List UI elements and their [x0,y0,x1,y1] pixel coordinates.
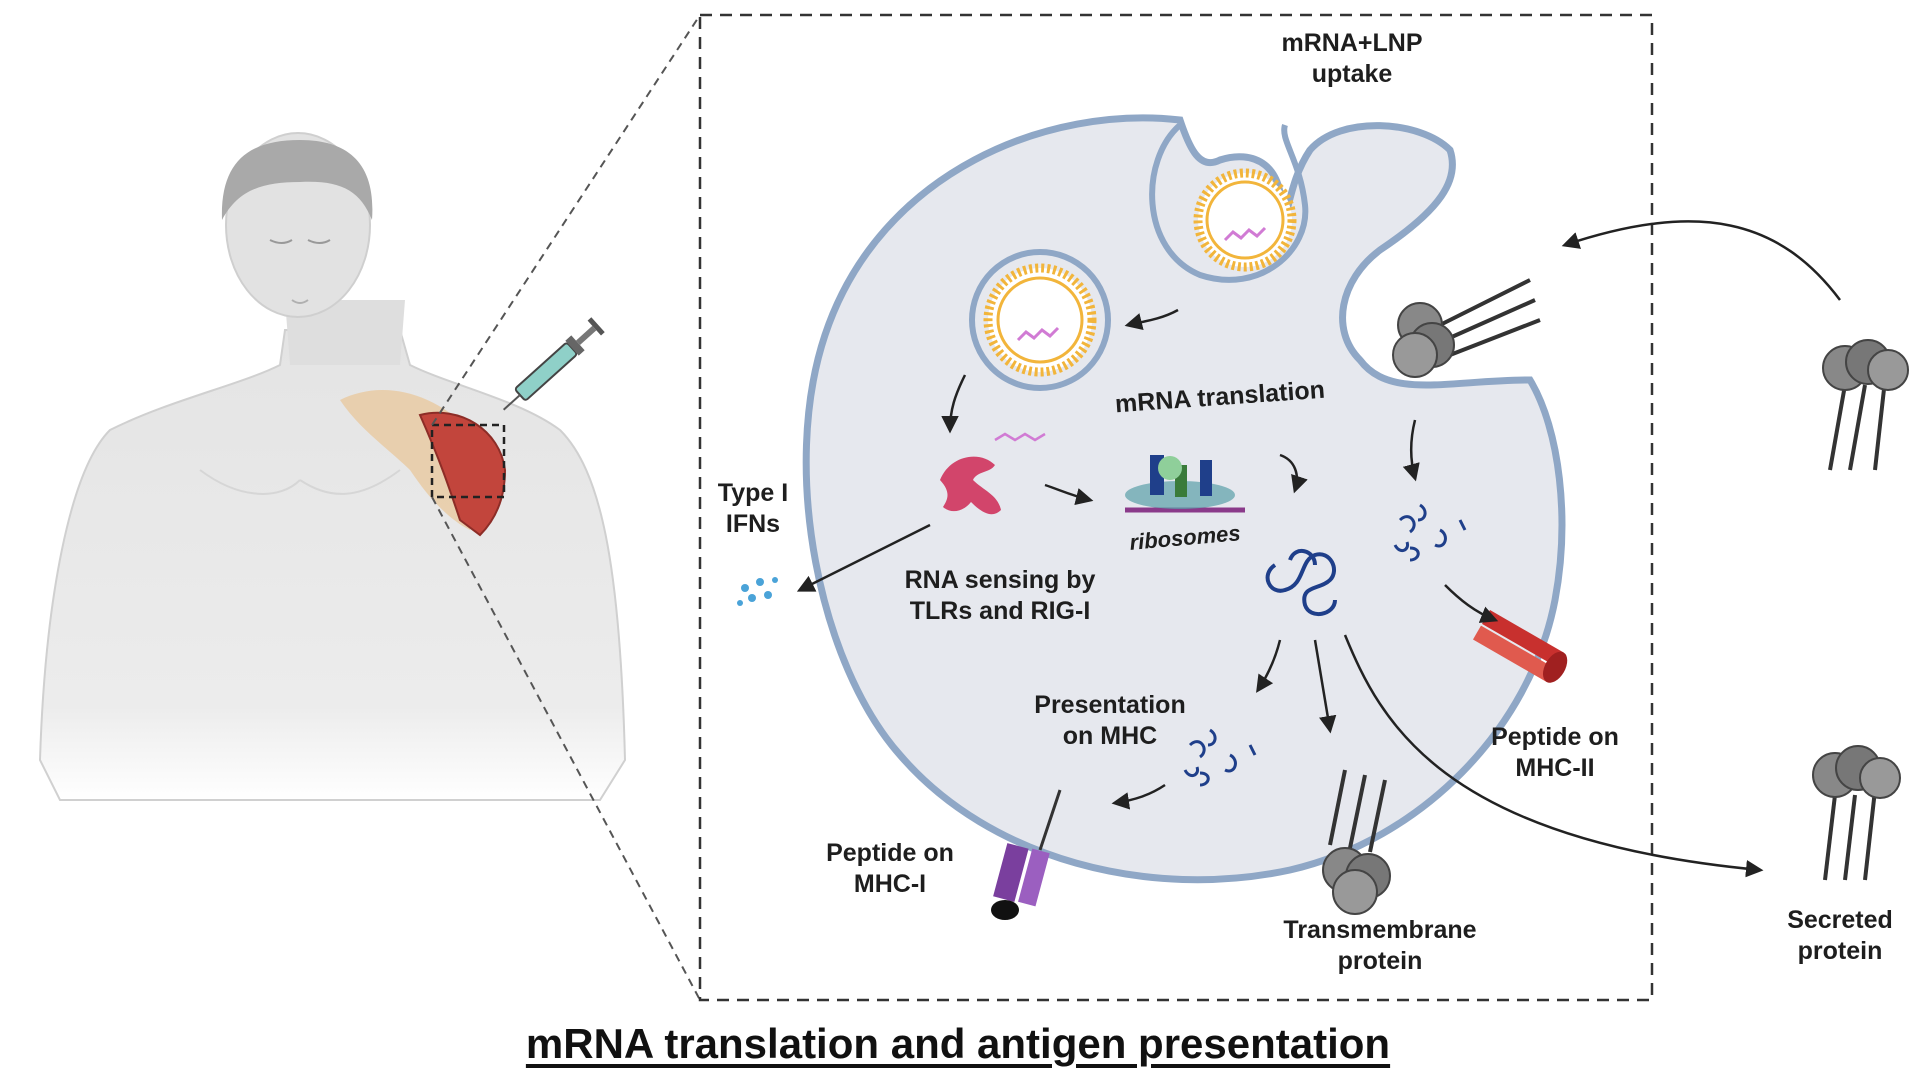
peptide-mhc2-label-line1: Peptide on [1491,723,1619,751]
rna-sensor-icon [940,432,1046,515]
zoom-box [430,423,506,499]
secreted-protein-top-icon [1822,339,1909,471]
secreted-label-line2: protein [1797,937,1883,965]
protein-coil-icon [1265,549,1337,616]
peptide-fragments-upper-icon [1393,503,1467,562]
secreted-label: Secreted protein [1770,905,1910,967]
rna-sensing-label-line1: RNA sensing by [904,566,1096,594]
human-figure [38,132,627,801]
peptide-mhc1-label: Peptide on MHC-I [805,838,975,900]
presentation-label: Presentation on MHC [1010,690,1210,752]
presentation-label-line1: Presentation [1034,691,1186,719]
peptide-mhc2-label-line2: MHC-II [1515,754,1595,782]
uptake-label-line2: uptake [1311,60,1393,88]
mhc1-icon [991,789,1062,920]
transmembrane-label-line2: protein [1337,947,1423,975]
zoom-panel [698,13,1654,1002]
transmembrane-label: Transmembrane protein [1260,915,1500,977]
syringe-icon [502,317,605,411]
peptide-mhc1-label-line1: Peptide on [826,839,954,867]
arrows [796,220,1841,878]
ifn-dots-icon [737,577,778,606]
rna-sensing-label: RNA sensing by TLRs and RIG-I [880,565,1120,627]
secreted-label-line1: Secreted [1787,906,1893,934]
zoom-line-bottom [431,496,701,1001]
peptide-mhc2-label: Peptide on MHC-II [1470,722,1640,784]
type1-ifns-label: Type I IFNs [698,478,808,540]
type1-ifns-label-line1: Type I [717,479,789,507]
peptide-mhc1-label-line2: MHC-I [853,870,927,898]
presentation-label-line2: on MHC [1062,722,1158,750]
peptide-fragments-lower-icon [1183,728,1257,787]
ribosome-icon [1125,455,1245,513]
transmembrane-protein-icon [1322,769,1391,915]
zoom-line-top [431,14,701,426]
uptake-label-line1: mRNA+LNP [1281,29,1423,57]
mhc2-icon [1473,610,1568,683]
secreted-protein-bottom-icon [1812,745,1901,881]
main-title: mRNA translation and antigen presentatio… [525,1020,1391,1067]
endosome-icon [969,249,1111,391]
uptake-label: mRNA+LNP uptake [1252,28,1452,90]
lnp-uptake-icon [1149,122,1309,283]
type1-ifns-label-line2: IFNs [725,510,781,538]
rna-sensing-label-line2: TLRs and RIG-I [909,597,1091,625]
transmembrane-label-line1: Transmembrane [1283,916,1477,944]
membrane-receptor-icon [1392,278,1541,378]
